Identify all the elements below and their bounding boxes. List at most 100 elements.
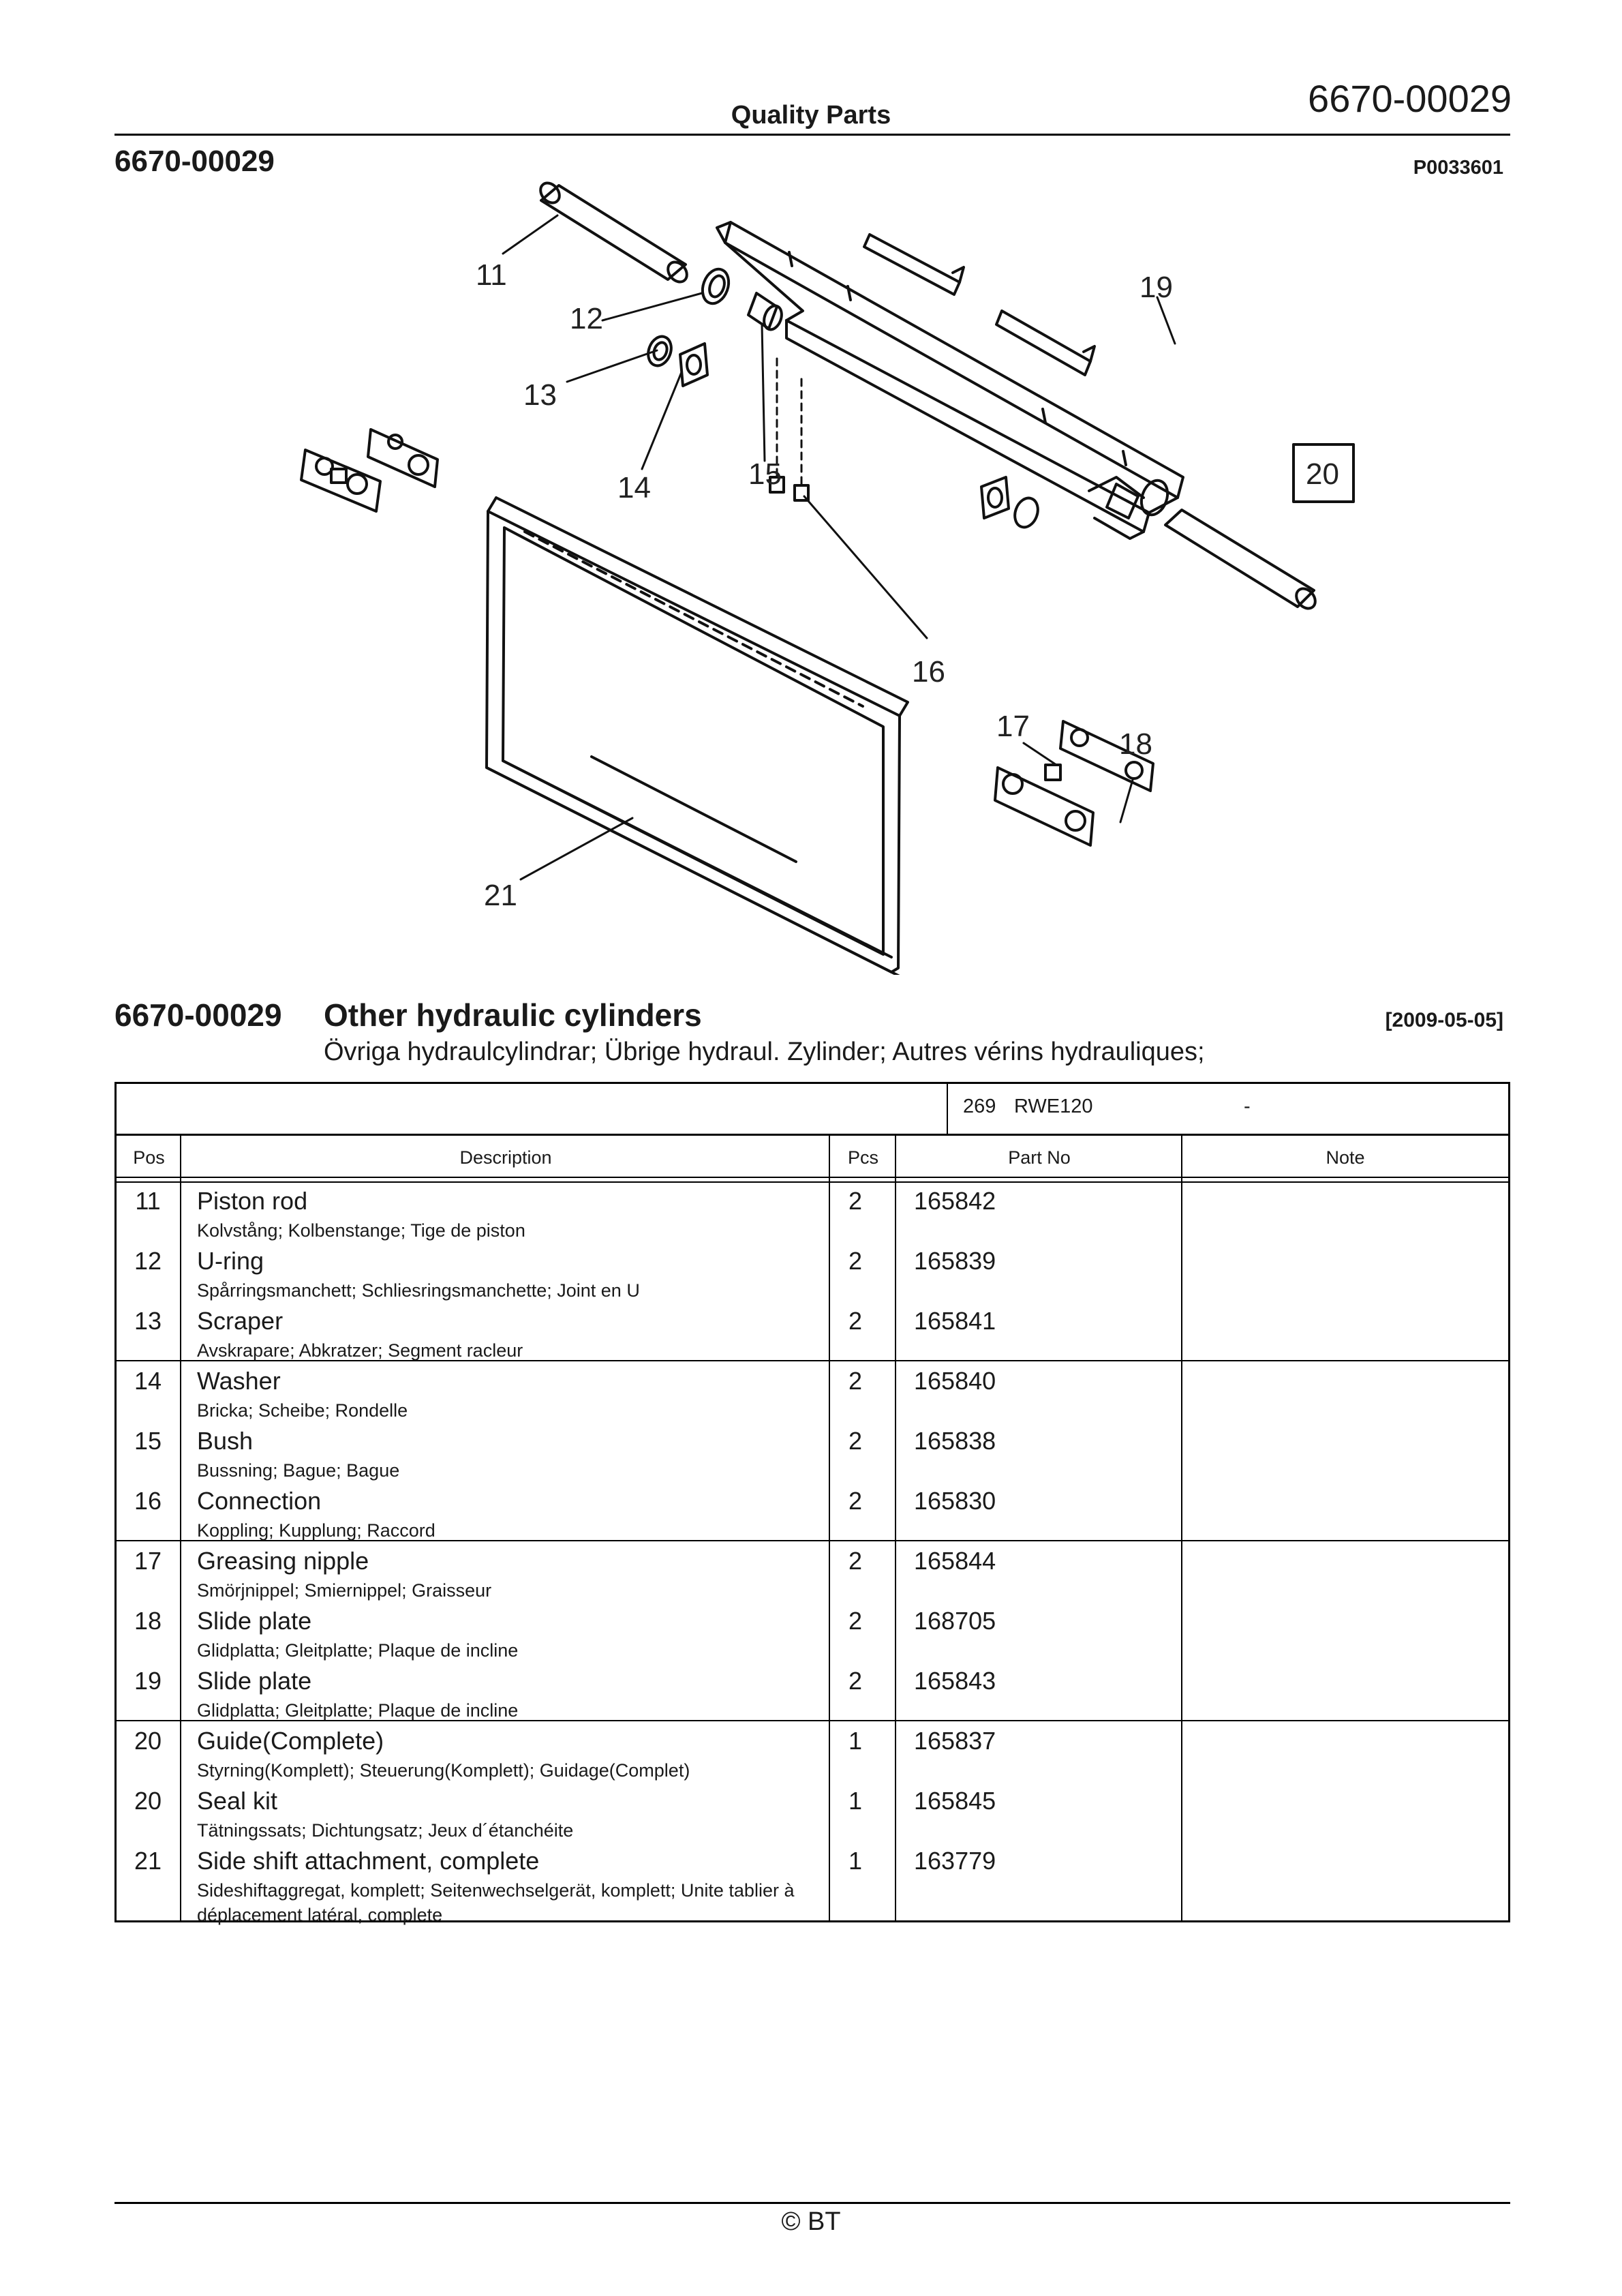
row-pos: 13 bbox=[134, 1307, 162, 1335]
row-part-no: 165830 bbox=[914, 1487, 996, 1515]
scraper-left bbox=[647, 335, 673, 367]
callout-box-20 bbox=[1292, 443, 1355, 503]
picture-reference: P0033601 bbox=[1413, 157, 1503, 179]
row-translation: Avskrapare; Abkratzer; Segment racleur bbox=[197, 1340, 523, 1361]
slide-plate-top bbox=[863, 233, 965, 296]
u-ring-right bbox=[1139, 479, 1169, 517]
column-header-note: Note bbox=[1326, 1147, 1365, 1168]
row-translation: Smörjnippel; Smiernippel; Graisseur bbox=[197, 1580, 492, 1601]
column-header-part-no: Part No bbox=[1008, 1147, 1071, 1168]
group-subtitle: Övriga hydraulcylindrar; Übrige hydraul.… bbox=[324, 1038, 1205, 1066]
row-translation: Koppling; Kupplung; Raccord bbox=[197, 1520, 435, 1541]
row-pcs: 2 bbox=[848, 1487, 863, 1515]
callout-13: 13 bbox=[523, 378, 557, 412]
row-pos: 12 bbox=[134, 1247, 162, 1275]
row-pcs: 2 bbox=[848, 1427, 863, 1455]
footer-rule bbox=[114, 2202, 1510, 2204]
exploded-parts-diagram: 11 12 13 14 15 16 17 18 19 20 21 bbox=[300, 181, 1355, 975]
u-ring-left bbox=[701, 267, 731, 305]
row-translation: Glidplatta; Gleitplatte; Plaque de incli… bbox=[197, 1700, 519, 1721]
washer-right bbox=[980, 476, 1010, 519]
header-doc-number: 6670-00029 bbox=[1308, 77, 1512, 120]
group-date: [2009-05-05] bbox=[1385, 1009, 1503, 1031]
row-description: U-ring bbox=[197, 1247, 264, 1275]
row-translation: Kolvstång; Kolbenstange; Tige de piston bbox=[197, 1220, 525, 1241]
model-variant: - bbox=[1244, 1096, 1251, 1117]
row-pcs: 2 bbox=[848, 1307, 863, 1335]
row-pcs: 1 bbox=[848, 1727, 863, 1755]
row-pcs: 1 bbox=[848, 1787, 863, 1815]
callout-19: 19 bbox=[1139, 271, 1173, 304]
row-translation: Bussning; Bague; Bague bbox=[197, 1460, 400, 1481]
column-divider bbox=[895, 1134, 896, 1920]
callout-16: 16 bbox=[912, 655, 945, 689]
row-pos: 17 bbox=[134, 1547, 162, 1575]
callout-17: 17 bbox=[996, 710, 1030, 743]
row-pcs: 2 bbox=[848, 1367, 863, 1395]
side-shift-frame bbox=[485, 496, 909, 975]
row-description: Washer bbox=[197, 1367, 281, 1395]
callout-11: 11 bbox=[476, 258, 507, 292]
callout-leaders bbox=[502, 214, 1176, 881]
row-part-no: 165839 bbox=[914, 1247, 996, 1275]
column-header-pcs: Pcs bbox=[847, 1147, 878, 1168]
row-pos: 16 bbox=[134, 1487, 162, 1515]
scraper-right bbox=[1013, 496, 1039, 529]
group-title: Other hydraulic cylinders bbox=[324, 997, 702, 1033]
row-description: Slide plate bbox=[197, 1607, 312, 1635]
parts-table: 269 RWE120 - Pos Description Pcs Part No… bbox=[114, 1082, 1510, 1925]
row-pos: 18 bbox=[134, 1607, 162, 1635]
row-part-no: 165840 bbox=[914, 1367, 996, 1395]
group-number: 6670-00029 bbox=[114, 997, 282, 1033]
row-pos: 20 bbox=[134, 1727, 162, 1755]
row-pcs: 2 bbox=[848, 1247, 863, 1275]
row-pos: 20 bbox=[134, 1787, 162, 1815]
slide-plate-right bbox=[995, 309, 1096, 376]
column-header-description: Description bbox=[459, 1147, 552, 1168]
row-description: Greasing nipple bbox=[197, 1547, 369, 1575]
row-pcs: 2 bbox=[848, 1667, 863, 1695]
row-description: Side shift attachment, complete bbox=[197, 1847, 540, 1875]
row-description: Bush bbox=[197, 1427, 254, 1455]
model-name: RWE120 bbox=[1014, 1096, 1093, 1117]
row-description: Piston rod bbox=[197, 1187, 308, 1215]
row-translation: Sideshiftaggregat, komplett; Seitenwechs… bbox=[197, 1880, 795, 1925]
piston-rod-right bbox=[1164, 509, 1317, 610]
callout-18: 18 bbox=[1119, 727, 1152, 761]
row-translation: Spårringsmanchett; Schliesringsmanchette… bbox=[197, 1280, 640, 1301]
row-translation: Bricka; Scheibe; Rondelle bbox=[197, 1400, 408, 1421]
row-pos: 11 bbox=[135, 1187, 161, 1215]
group-rule bbox=[117, 1540, 1508, 1541]
row-translation: Styrning(Komplett); Steuerung(Komplett);… bbox=[197, 1760, 690, 1781]
callout-14: 14 bbox=[617, 471, 651, 504]
row-description: Slide plate bbox=[197, 1667, 312, 1695]
group-rule bbox=[117, 1720, 1508, 1721]
callout-20: 20 bbox=[1306, 457, 1339, 491]
column-divider bbox=[829, 1134, 830, 1920]
connection-nipples bbox=[776, 357, 803, 485]
row-pcs: 2 bbox=[848, 1607, 863, 1635]
callout-15: 15 bbox=[748, 457, 782, 491]
row-pos: 15 bbox=[134, 1427, 162, 1455]
header-title: Quality Parts bbox=[731, 101, 891, 130]
washer-left bbox=[679, 342, 709, 387]
model-number: 269 bbox=[963, 1096, 996, 1117]
row-description: Scraper bbox=[197, 1307, 284, 1335]
connection-fittings bbox=[769, 476, 810, 502]
row-description: Connection bbox=[197, 1487, 322, 1515]
table-rule bbox=[117, 1181, 1508, 1183]
row-part-no: 165838 bbox=[914, 1427, 996, 1455]
row-pos: 19 bbox=[134, 1667, 162, 1695]
row-part-no: 165843 bbox=[914, 1667, 996, 1695]
slide-plate-right-pair bbox=[994, 720, 1154, 847]
bush-left bbox=[747, 292, 783, 331]
section-number: 6670-00029 bbox=[114, 145, 275, 178]
